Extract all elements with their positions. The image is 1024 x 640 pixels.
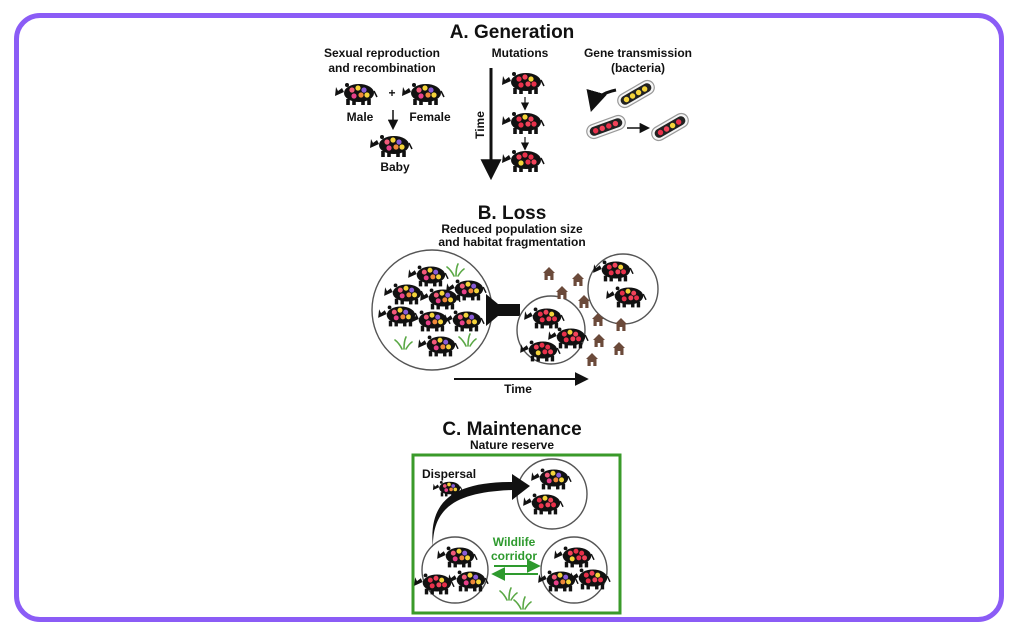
loss-subtitle-line1: Reduced population size [441,222,583,236]
male-label: Male [347,110,374,124]
gene-transmission-label-line2: (bacteria) [611,61,665,75]
figure-frame [14,13,1004,622]
rhino-icon [520,340,561,362]
funnel-shape [486,294,520,326]
rhino-icon-mutation-2 [502,112,545,134]
rhino-icon [414,573,455,595]
section-maintenance: C. Maintenance Nature reserve Dispersal … [411,419,622,615]
section-loss: B. Loss Reduced population size and habi… [371,203,659,396]
house-icon [572,273,584,286]
transfer-arrow [586,88,617,113]
maintenance-subtitle: Nature reserve [470,438,554,452]
rhino-icon [531,468,572,490]
nature-reserve-box [411,453,622,615]
maintenance-title: C. Maintenance [442,419,581,440]
rhino-icon [570,568,611,590]
grass-icon [499,587,518,601]
time-label-horizontal: Time [504,382,532,396]
rhino-icon [408,265,449,287]
dispersal-arrow [432,474,530,548]
rhino-icon [420,288,461,310]
rhino-icon-baby [370,135,413,157]
baby-label: Baby [380,160,410,174]
sexual-reproduction-label-line2: and recombination [328,61,435,75]
sexual-reproduction-label-line1: Sexual reproduction [324,46,440,60]
bacteria-icon-recipient [586,114,626,140]
rhino-icon [538,570,579,592]
house-icon [586,353,598,366]
reserve-circle-right [540,536,608,604]
rhino-icon [523,493,564,515]
house-icon [592,313,604,326]
rhino-icon [606,286,647,308]
rhino-icon [548,327,589,349]
reserve-circle-left [421,536,489,604]
house-icon [613,342,625,355]
rhino-icon-mutation-3 [502,150,545,172]
wildlife-corridor-label-line1: Wildlife [493,535,536,549]
grass-icon [458,333,477,347]
rhino-icon [444,310,485,332]
bacteria-icon-donor [617,79,655,109]
rhino-icon [418,335,459,357]
fragment-circle-lower [516,295,586,365]
house-icon [615,318,627,331]
plus-sign: + [388,86,395,100]
loss-title: B. Loss [478,203,547,224]
rhino-icon [448,570,489,592]
wildlife-corridor-label-line2: corridor [491,549,537,563]
generation-title: A. Generation [450,22,575,43]
rhino-icon [593,260,634,282]
section-generation: A. Generation Sexual reproduction and re… [324,22,692,181]
rhino-icon-disperser [432,481,463,497]
house-icon [593,334,605,347]
rhino-icon [446,279,487,301]
rhino-icon [384,283,425,305]
reserve-circle-upper [516,458,588,530]
grass-icon [446,263,465,277]
time-label-vertical: Time [473,111,487,139]
grass-icon [513,596,532,610]
gene-transmission-label-line1: Gene transmission [584,46,692,60]
mutations-label: Mutations [492,46,549,60]
bacteria-icon-result [651,112,689,142]
rhino-icon [378,305,419,327]
rhino-icon-male [335,83,378,105]
house-icon [543,267,555,280]
rhino-icon-female [402,83,445,105]
dispersal-label: Dispersal [422,467,476,481]
rhino-icon [524,307,565,329]
grass-icon [394,336,413,350]
female-label: Female [409,110,451,124]
house-icon [556,286,568,299]
rhino-icon-mutation-1 [502,72,545,94]
house-icon [578,295,590,308]
rhino-icon [554,546,595,568]
loss-subtitle-line2: and habitat fragmentation [438,235,585,249]
rhino-icon [410,310,451,332]
rhino-icon [437,546,478,568]
